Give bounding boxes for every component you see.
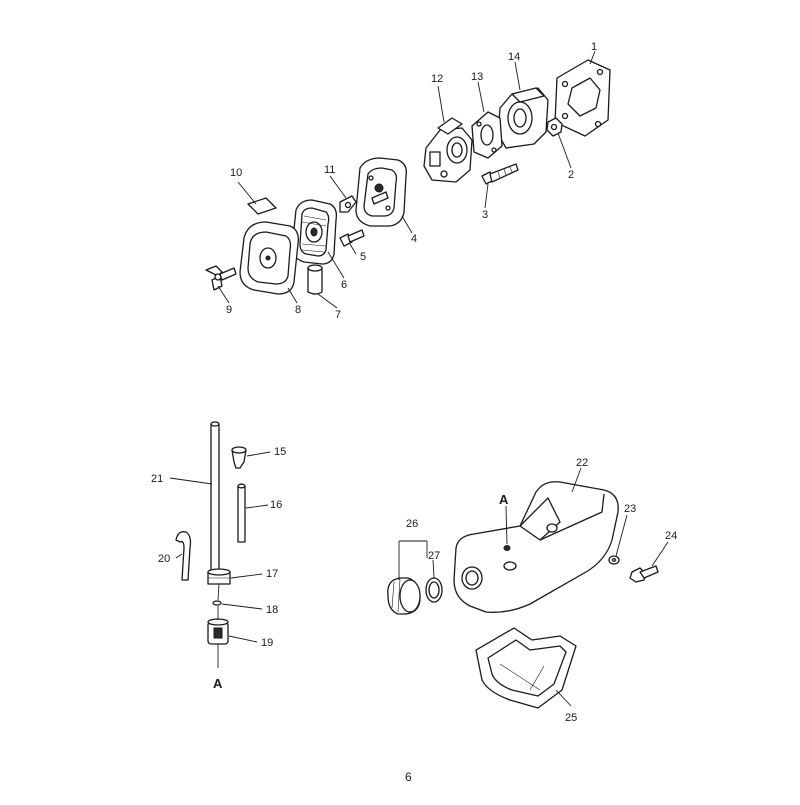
part-2-nut bbox=[546, 117, 563, 137]
callout-4: 4 bbox=[411, 233, 417, 245]
callout-9: 9 bbox=[226, 304, 232, 316]
callout-labels: 1 2 3 4 5 6 7 8 9 10 11 12 13 14 15 16 1… bbox=[151, 41, 677, 724]
part-21-fuel-pipe bbox=[210, 421, 220, 573]
callout-11: 11 bbox=[324, 164, 335, 176]
part-1-gasket-plate bbox=[554, 59, 611, 137]
callout-16: 16 bbox=[270, 499, 282, 511]
part-23-washer bbox=[608, 555, 620, 565]
upper-leader-lines bbox=[217, 50, 596, 309]
part-26-fuel-cap bbox=[387, 577, 421, 615]
callout-23: 23 bbox=[624, 503, 636, 515]
lower-left-leader-lines bbox=[169, 451, 271, 643]
part-17-fitting bbox=[207, 568, 231, 585]
part-27-cap-gasket bbox=[425, 577, 443, 603]
part-19-fuel-filter bbox=[207, 618, 229, 668]
part-6-filter-element bbox=[291, 199, 338, 265]
callout-18: 18 bbox=[266, 604, 278, 616]
callout-14: 14 bbox=[508, 51, 520, 63]
callout-15: 15 bbox=[274, 446, 286, 458]
reference-mark-a-filter: A bbox=[213, 676, 223, 691]
part-22-fuel-tank bbox=[453, 481, 619, 613]
part-5-screw bbox=[339, 229, 365, 247]
callout-25: 25 bbox=[565, 712, 577, 724]
callout-6: 6 bbox=[341, 279, 347, 291]
callout-24: 24 bbox=[665, 530, 677, 542]
part-10-filter-pad bbox=[247, 197, 277, 215]
part-14-insulator-block bbox=[497, 87, 549, 149]
callout-5: 5 bbox=[360, 251, 366, 263]
part-9-wing-nut bbox=[205, 265, 237, 291]
callout-8: 8 bbox=[295, 304, 301, 316]
part-13-gasket bbox=[471, 111, 503, 159]
callout-27: 27 bbox=[428, 550, 440, 562]
part-12-carburetor bbox=[423, 117, 473, 183]
part-24-bolt bbox=[629, 565, 659, 583]
part-11-choke-lever bbox=[339, 195, 357, 213]
part-16-return-pipe bbox=[237, 483, 246, 543]
part-4-filter-base bbox=[355, 157, 407, 227]
part-15-grommet bbox=[231, 446, 247, 469]
part-3-bolt bbox=[481, 163, 519, 185]
callout-3: 3 bbox=[482, 209, 488, 221]
part-25-tank-bracket bbox=[475, 627, 577, 709]
reference-mark-a-tank: A bbox=[499, 492, 509, 507]
part-8-filter-cover bbox=[239, 221, 299, 295]
callout-22: 22 bbox=[576, 457, 588, 469]
page-number: 6 bbox=[405, 770, 412, 784]
callout-20: 20 bbox=[158, 553, 170, 565]
callout-19: 19 bbox=[261, 637, 273, 649]
part-20-fuel-line bbox=[175, 531, 192, 581]
callout-7: 7 bbox=[335, 309, 341, 321]
part-18-clip bbox=[212, 600, 222, 606]
callout-1: 1 bbox=[591, 41, 597, 53]
callout-10: 10 bbox=[230, 167, 242, 179]
part-7-sleeve bbox=[307, 264, 323, 295]
callout-21: 21 bbox=[151, 473, 163, 485]
lower-right-leader-lines bbox=[398, 467, 669, 707]
callout-17: 17 bbox=[266, 568, 278, 580]
callout-12: 12 bbox=[431, 73, 443, 85]
callout-13: 13 bbox=[471, 71, 483, 83]
callout-2: 2 bbox=[568, 169, 574, 181]
callout-26: 26 bbox=[406, 518, 418, 530]
